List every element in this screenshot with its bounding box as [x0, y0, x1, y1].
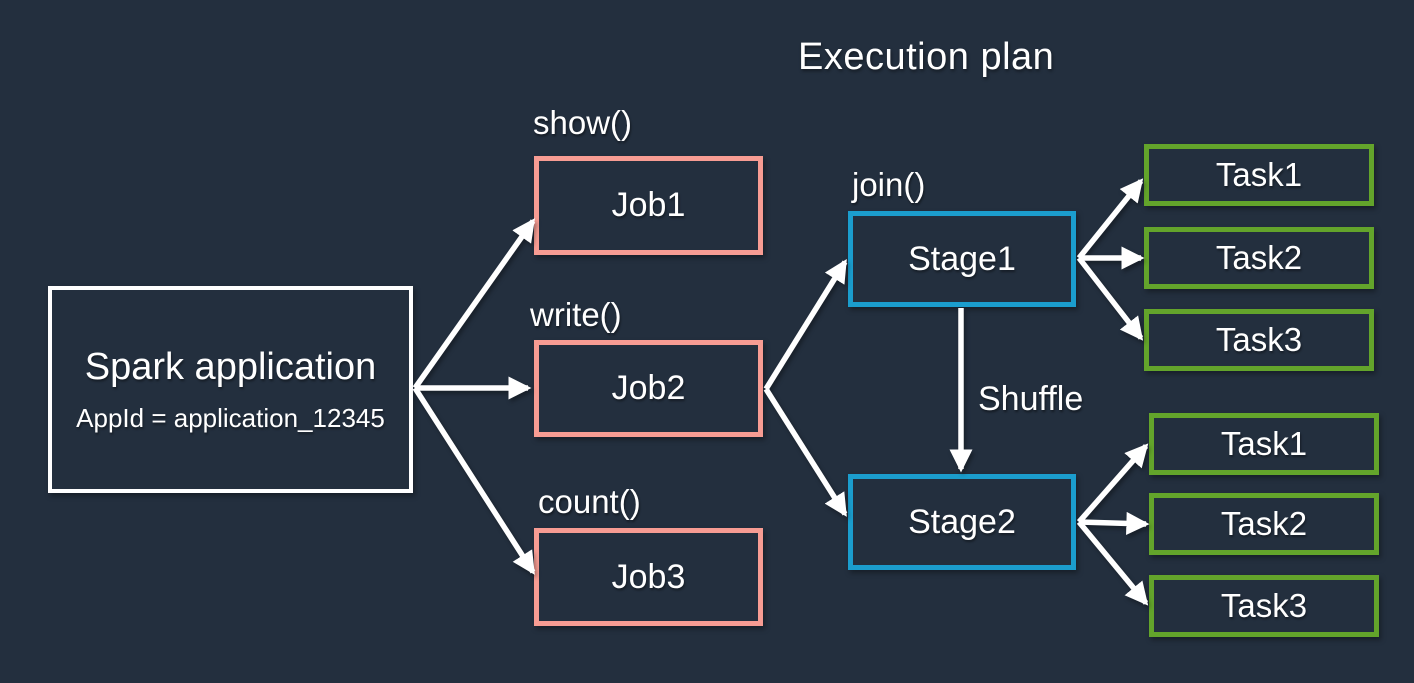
app-id-label: AppId = application_12345	[76, 402, 385, 433]
arrow-job2-to-stage1	[763, 259, 848, 391]
page-title: Execution plan	[798, 36, 1055, 78]
spark-application-box: Spark application AppId = application_12…	[48, 286, 413, 493]
stage1-action-label: join()	[852, 166, 926, 203]
arrow-stage1-to-task1	[1076, 178, 1144, 260]
stage1-task1-box: Task1	[1144, 144, 1374, 206]
stage2-task2-box: Task2	[1149, 493, 1379, 555]
job2-action-label: write()	[530, 296, 622, 333]
arrow-app-to-job3	[412, 386, 536, 575]
job1-box: Job1	[534, 156, 763, 255]
job2-box: Job2	[534, 340, 763, 437]
stage2-box: Stage2	[848, 474, 1076, 570]
shuffle-label: Shuffle	[978, 380, 1084, 418]
stage1-task2-box: Task2	[1144, 227, 1374, 289]
arrow-app-to-job1	[412, 218, 536, 390]
stage1-task3-box: Task3	[1144, 309, 1374, 371]
stage2-task3-box: Task3	[1149, 575, 1379, 637]
arrow-stage2-to-task1	[1076, 443, 1149, 524]
arrow-job2-to-stage2	[763, 387, 848, 517]
spark-application-label: Spark application	[84, 345, 377, 388]
stage2-task1-box: Task1	[1149, 413, 1379, 475]
arrow-stage2-to-task3	[1076, 520, 1149, 606]
job1-action-label: show()	[533, 104, 633, 141]
stage1-box: Stage1	[848, 211, 1076, 307]
arrow-stage1-to-task3	[1076, 256, 1144, 341]
job3-box: Job3	[534, 528, 763, 626]
job3-action-label: count()	[538, 483, 641, 520]
arrow-stage2-to-task2	[1078, 511, 1150, 535]
